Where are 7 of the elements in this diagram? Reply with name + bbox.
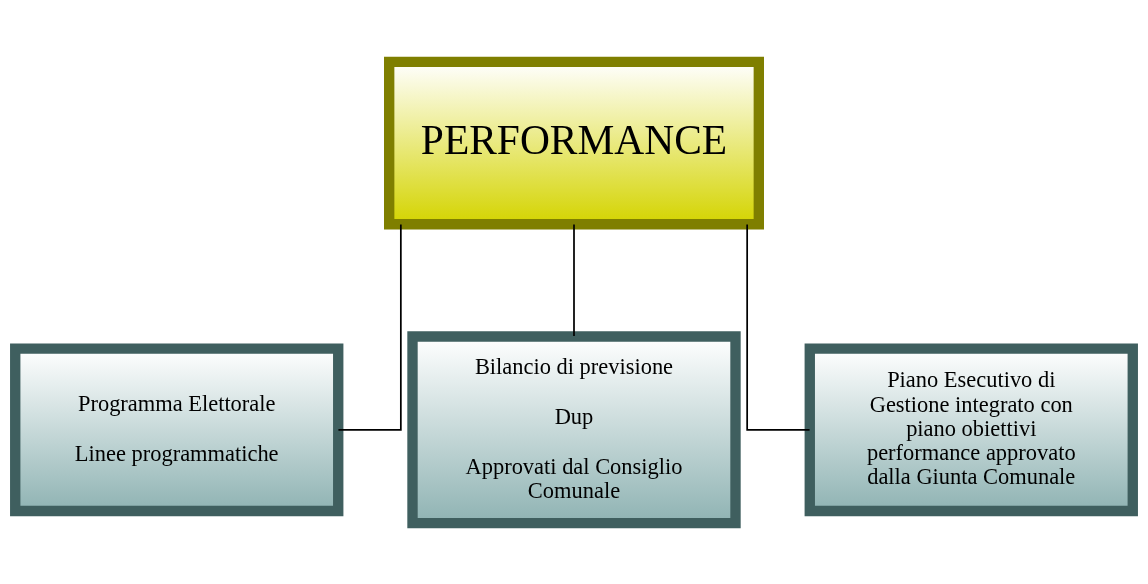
node-box: PERFORMANCE (384, 56, 764, 229)
connector (573, 223, 575, 337)
node-box: Piano Esecutivo di Gestione integrato con piano obiettivi performance approvato dalla Giunta Comunale (804, 342, 1138, 516)
connector (337, 223, 402, 431)
node-box: Programma Elettorale Linee programmatiche (10, 342, 344, 516)
node-box: Bilancio di previsione Dup Approvati dal Consiglio Comunale (407, 330, 741, 528)
connector (746, 223, 811, 431)
